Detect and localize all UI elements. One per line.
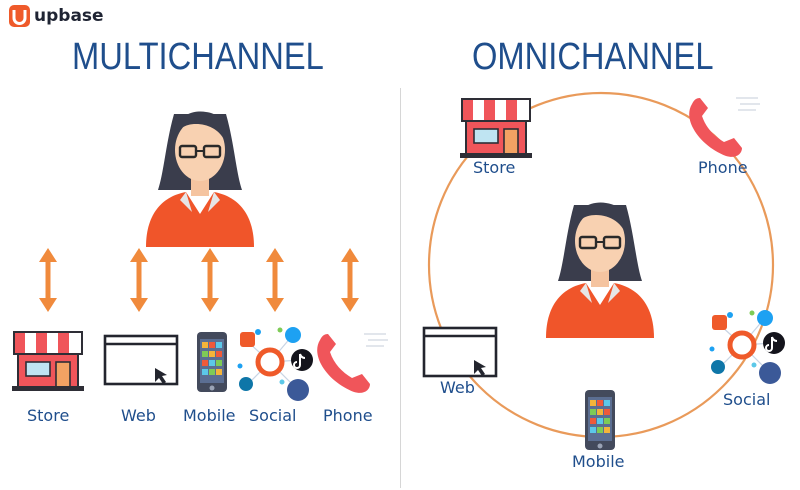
mobile-phone-icon xyxy=(585,390,615,450)
telephone-handset-icon xyxy=(316,333,389,394)
mobile-phone-icon xyxy=(197,332,227,392)
double-arrow-icon xyxy=(39,248,57,312)
social-network-icon xyxy=(238,327,314,401)
section-divider xyxy=(400,88,401,488)
web-browser-icon xyxy=(422,326,498,378)
double-arrow-icon xyxy=(341,248,359,312)
store-icon xyxy=(459,98,533,159)
social-network-icon xyxy=(710,310,786,384)
channel-label-mobile: Mobile xyxy=(572,452,625,471)
telephone-handset-icon xyxy=(688,97,761,158)
brand-name: upbase xyxy=(34,6,104,26)
omnichannel-title: OMNICHANNEL xyxy=(472,36,714,78)
channel-label-store: Store xyxy=(27,406,70,425)
channel-label-phone: Phone xyxy=(323,406,373,425)
channel-label-web: Web xyxy=(440,378,475,397)
web-browser-icon xyxy=(103,334,179,386)
store-icon xyxy=(11,331,85,392)
channel-label-mobile: Mobile xyxy=(183,406,236,425)
double-arrow-icon xyxy=(201,248,219,312)
channel-label-social: Social xyxy=(249,406,297,425)
channel-label-social: Social xyxy=(723,390,771,409)
multichannel-title: MULTICHANNEL xyxy=(72,36,324,78)
channel-label-phone: Phone xyxy=(698,158,748,177)
channel-label-web: Web xyxy=(121,406,156,425)
channel-label-store: Store xyxy=(473,158,516,177)
double-arrow-icon xyxy=(266,248,284,312)
customer-icon xyxy=(544,201,656,340)
customer-icon xyxy=(144,110,256,249)
double-arrow-icon xyxy=(130,248,148,312)
